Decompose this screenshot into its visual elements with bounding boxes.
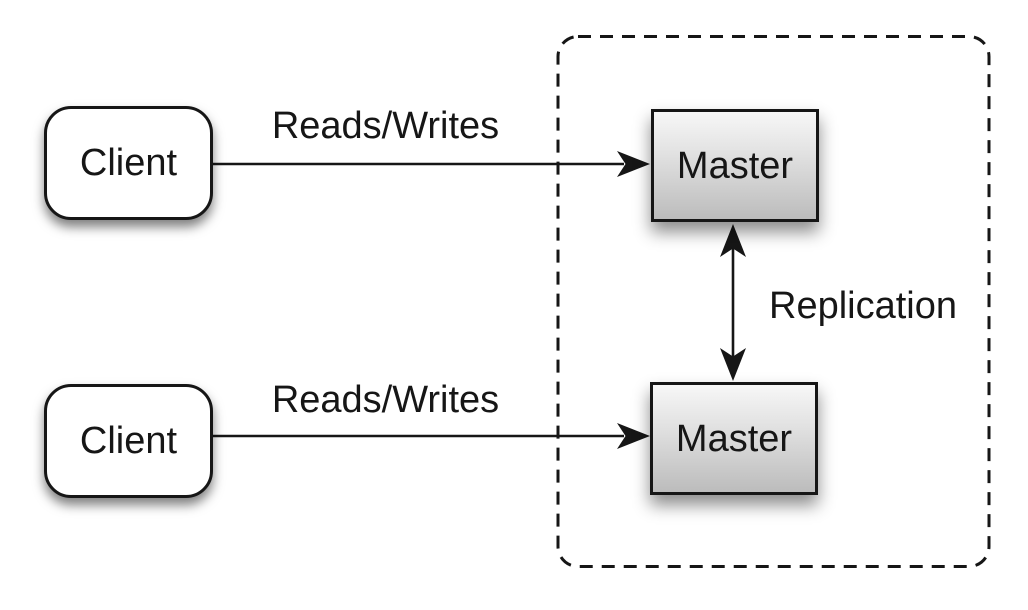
client-node-bottom: Client — [44, 384, 213, 498]
edge-top-reads-writes — [210, 151, 650, 177]
reads-writes-label-top: Reads/Writes — [271, 105, 500, 147]
edge-bottom-reads-writes — [210, 423, 650, 449]
dashed-boundary-box — [556, 35, 991, 568]
arrowhead-right-bottom — [617, 423, 650, 449]
client-node-top: Client — [44, 106, 213, 220]
master-node-bottom: Master — [650, 382, 818, 495]
arrowhead-up — [720, 224, 746, 257]
arrowhead-right-top — [617, 151, 650, 177]
master-top-label: Master — [676, 144, 794, 187]
master-node-top: Master — [651, 109, 819, 222]
master-bottom-label: Master — [675, 417, 793, 460]
edge-replication — [720, 224, 746, 381]
replication-label: Replication — [769, 285, 957, 327]
client-bottom-label: Client — [79, 420, 178, 462]
reads-writes-label-bottom: Reads/Writes — [271, 379, 500, 421]
arrowhead-down — [720, 348, 746, 381]
client-top-label: Client — [79, 142, 178, 184]
